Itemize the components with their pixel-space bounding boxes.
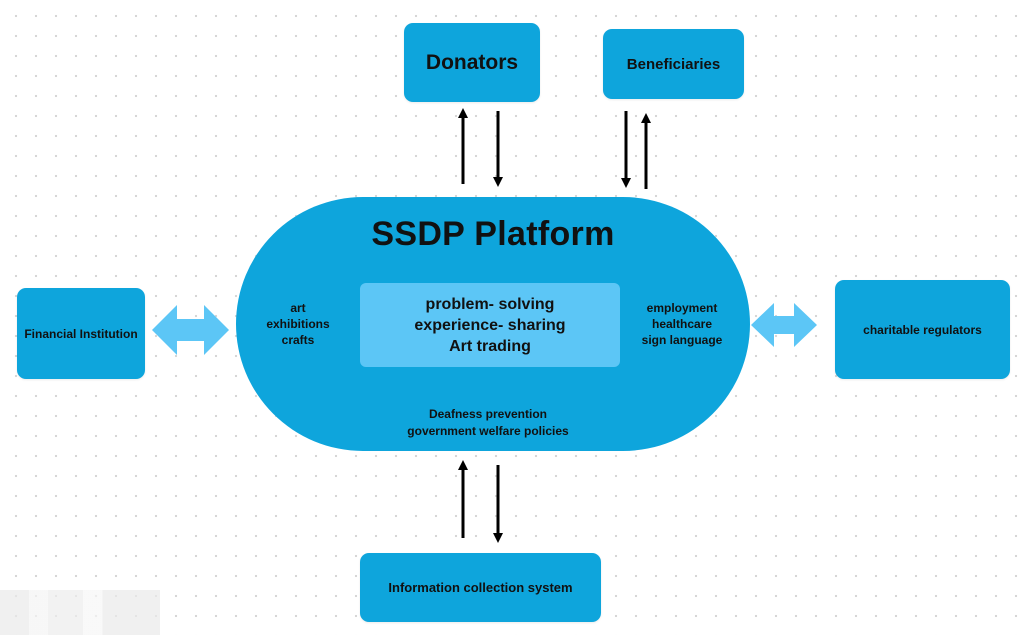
platform-title: SSDP Platform — [371, 215, 615, 253]
donators-label: Donators — [425, 50, 519, 74]
ssdp-platform-node: SSDP Platform problem- solving experienc… — [236, 197, 750, 451]
left-item: art — [290, 301, 306, 315]
bottom-item: government welfare policies — [407, 424, 569, 438]
platform-bottom-list: Deafness prevention government welfare p… — [366, 406, 610, 440]
bottom-item: Deafness prevention — [428, 407, 548, 421]
information-collection-node: Information collection system — [360, 553, 601, 622]
double-arrow-financial — [152, 305, 229, 355]
information-collection-label: Information collection system — [388, 580, 573, 595]
donators-node: Donators — [404, 23, 540, 102]
platform-left-list: art exhibitions crafts — [248, 300, 348, 348]
double-arrow-charitable — [751, 303, 817, 347]
platform-right-list: employment healthcare sign language — [626, 300, 738, 348]
charitable-regulators-node: charitable regulators — [835, 280, 1010, 379]
charitable-regulators-label: charitable regulators — [863, 322, 982, 337]
beneficiaries-label: Beneficiaries — [626, 55, 721, 73]
beneficiaries-node: Beneficiaries — [603, 29, 744, 99]
right-item: sign language — [641, 333, 723, 347]
core-item: problem- solving — [425, 295, 555, 313]
left-item: crafts — [281, 333, 315, 347]
core-item: experience- sharing — [414, 316, 566, 334]
core-item: Art trading — [449, 337, 531, 355]
right-item: employment — [646, 301, 718, 315]
platform-core-box: problem- solving experience- sharing Art… — [360, 283, 620, 367]
financial-institution-label: Financial Institution — [24, 326, 138, 341]
right-item: healthcare — [651, 317, 713, 331]
watermark-blur — [0, 590, 160, 635]
financial-institution-node: Financial Institution — [17, 288, 145, 379]
left-item: exhibitions — [266, 317, 330, 331]
